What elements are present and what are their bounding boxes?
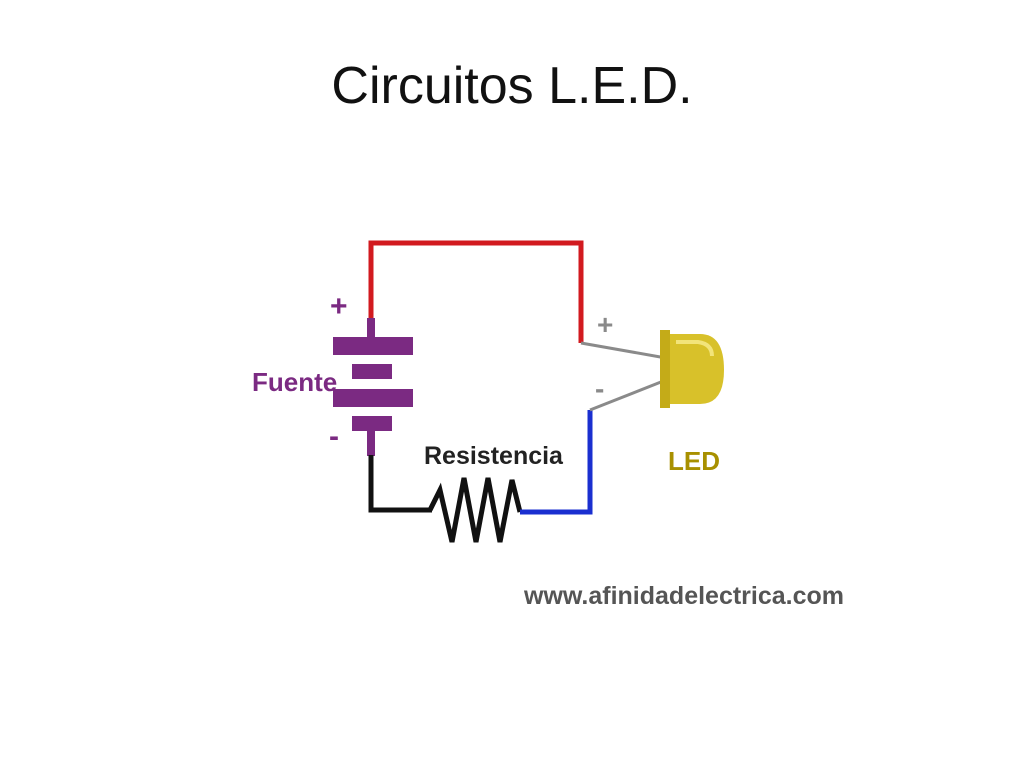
watermark: www.afinidadelectrica.com xyxy=(523,582,844,610)
resistor-label: Resistencia xyxy=(424,442,564,470)
positive-wire xyxy=(368,240,584,343)
led-icon xyxy=(660,330,724,408)
battery-icon xyxy=(333,318,413,456)
slide-title: Circuitos L.E.D. xyxy=(331,57,693,115)
led-anode-lead xyxy=(580,341,667,360)
led-plus-sign: + xyxy=(597,309,613,340)
source-minus-sign: - xyxy=(329,420,339,453)
negative-wire xyxy=(520,410,593,515)
ground-wire xyxy=(368,455,432,513)
source-label: Fuente xyxy=(252,367,337,397)
led-minus-sign: - xyxy=(595,373,604,404)
resistor-icon xyxy=(427,477,523,543)
led-cathode-lead xyxy=(589,378,667,412)
led-label: LED xyxy=(668,446,720,476)
source-plus-sign: + xyxy=(330,290,348,323)
